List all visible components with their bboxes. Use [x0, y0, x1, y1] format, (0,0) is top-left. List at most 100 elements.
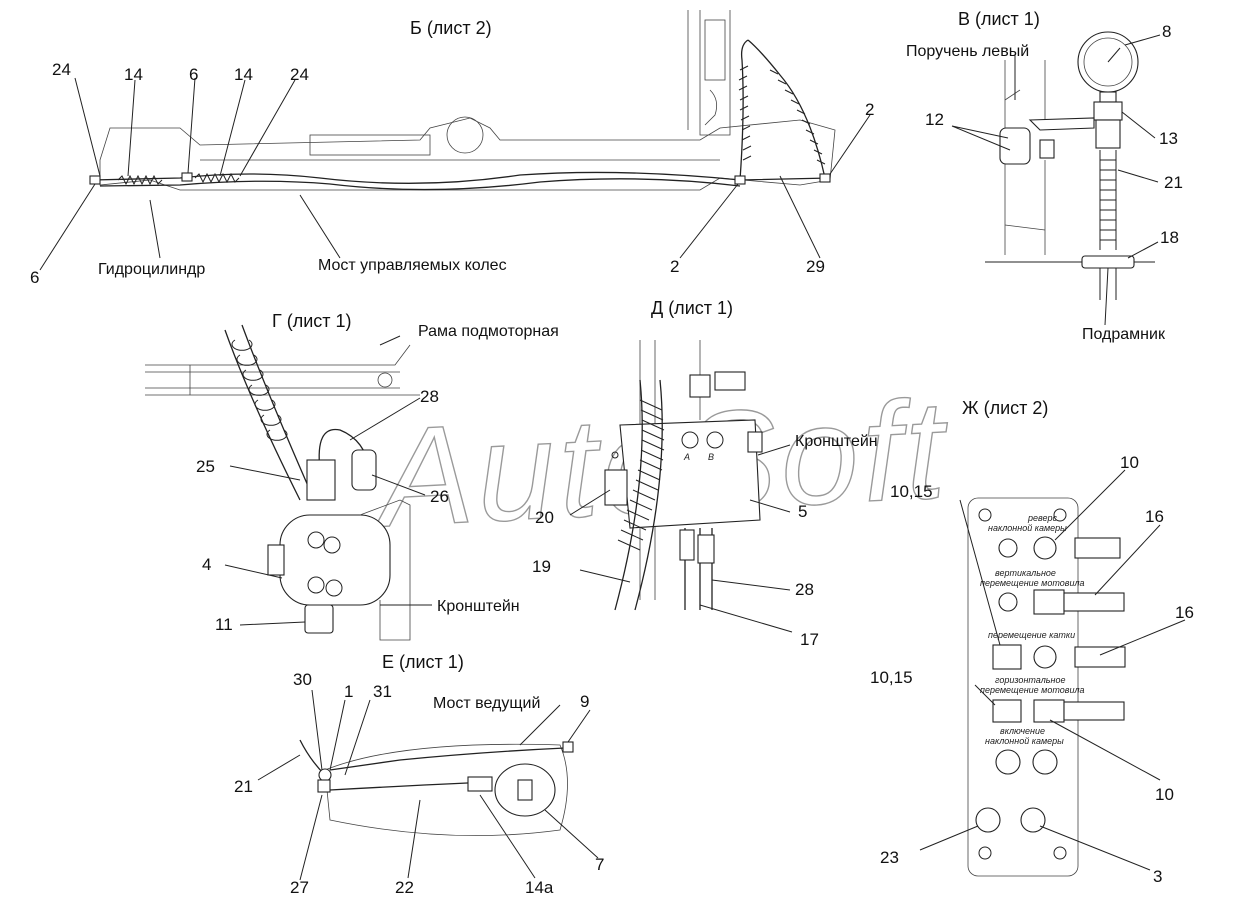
- panel-bolt-bl: [978, 846, 992, 860]
- callout-b-2a: 2: [865, 100, 874, 119]
- plug-3: [1020, 807, 1046, 833]
- callout-b-29: 29: [806, 257, 825, 276]
- axle-hose-return: [99, 178, 741, 191]
- callout-e-30: 30: [293, 670, 312, 689]
- view-d: Д (лист 1) A B Кронштейн 20 5 19 28 17: [532, 298, 878, 649]
- hose-roller: [1074, 646, 1126, 668]
- axle-center-boss: [446, 116, 484, 154]
- view-b-title: Б (лист 2): [410, 18, 492, 38]
- view-g-title: Г (лист 1): [272, 311, 352, 331]
- panel-bolt-tl: [978, 508, 992, 522]
- axle-center-pad: [309, 134, 431, 156]
- gauge-stem: [1099, 91, 1117, 103]
- view-zh-title: Ж (лист 2): [962, 398, 1048, 418]
- callout-b-6b: 6: [30, 268, 39, 287]
- fitting-20: [604, 469, 628, 506]
- plug-23: [975, 807, 1001, 833]
- callout-b-24b: 24: [290, 65, 309, 84]
- view-v: В (лист 1) 8 12 13 21 18 Поручень левый …: [906, 9, 1183, 343]
- callout-v-21: 21: [1164, 173, 1183, 192]
- callout-e-27: 27: [290, 878, 309, 897]
- callout-zh-3: 3: [1153, 867, 1162, 886]
- hose-spring-mid: [194, 172, 240, 184]
- label-roller: перемещение катки: [988, 630, 1075, 640]
- callout-d-20: 20: [535, 508, 554, 527]
- view-e: Е (лист 1) 30 1 31 Мост ведущий 9 21 27 …: [234, 652, 604, 897]
- fitting-body: [306, 459, 336, 501]
- engine-subframe: [145, 344, 420, 396]
- callout-e-22: 22: [395, 878, 414, 897]
- frame-post-hook: [704, 89, 718, 126]
- handrail-detail: [1004, 89, 1046, 231]
- label-horizontal-1: горизонтальное: [995, 675, 1065, 685]
- steered-axle-outline: [99, 117, 836, 191]
- caption-handrail-left: Поручень левый: [906, 43, 1029, 60]
- hose-spring-left: [117, 174, 163, 186]
- caption-engine-subframe: Рама подмоторная: [418, 323, 559, 340]
- valve-port-4: [325, 579, 343, 597]
- valve-4: [279, 514, 391, 606]
- callout-b-14a: 14: [124, 65, 143, 84]
- valve-block: [619, 419, 761, 529]
- view-d-title: Д (лист 1): [651, 298, 733, 318]
- label-reverse-1: реверс: [1027, 513, 1058, 523]
- valve-port-3: [307, 576, 325, 594]
- callout-zh-23: 23: [880, 848, 899, 867]
- axle-hose-main: [91, 171, 831, 184]
- callout-e-7: 7: [595, 855, 604, 874]
- control-panel: [967, 497, 1079, 877]
- callout-zh-16b: 16: [1175, 603, 1194, 622]
- callout-v-8: 8: [1162, 22, 1171, 41]
- rising-hose-right: [747, 39, 826, 179]
- callout-e-14a: 14а: [525, 878, 554, 897]
- callout-g-11: 11: [215, 615, 233, 634]
- label-vertical-2: перемещение мотовила: [980, 578, 1085, 588]
- caption-drive-axle: Мост ведущий: [433, 695, 540, 712]
- callout-v-18: 18: [1160, 228, 1179, 247]
- fitting-26: [351, 449, 377, 491]
- engine-subframe-hole: [377, 372, 393, 388]
- label-engage-1: включение: [1000, 726, 1045, 736]
- callout-zh-10-15a: 10,15: [890, 482, 933, 501]
- valve-4-port: [267, 544, 285, 576]
- label-vertical-1: вертикальное: [995, 568, 1056, 578]
- callout-zh-10a: 10: [1120, 453, 1139, 472]
- callout-d-19: 19: [532, 557, 551, 576]
- callout-e-1: 1: [344, 682, 353, 701]
- block-fitting-top-2: [714, 371, 746, 391]
- callout-b-2b: 2: [670, 257, 679, 276]
- hose-25-spring: [231, 339, 288, 441]
- caption-steered-axle: Мост управляемых колес: [318, 257, 507, 274]
- valve-port-1: [307, 531, 325, 549]
- view-v-leaders: [951, 34, 1161, 326]
- port-horizontal-left: [992, 699, 1022, 723]
- callout-d-28: 28: [795, 580, 814, 599]
- label-engage-2: наклонной камеры: [985, 736, 1064, 746]
- block-fitting-side: [747, 431, 763, 453]
- callout-v-12: 12: [925, 110, 944, 129]
- callout-g-25: 25: [196, 457, 215, 476]
- caption-d-bracket: Кронштейн: [795, 433, 878, 450]
- view-zh: Ж (лист 2) реверс наклонной камеры верти…: [870, 398, 1194, 886]
- port-roller-left: [992, 644, 1022, 670]
- port-b-label: B: [708, 452, 714, 462]
- callout-b-24a: 24: [52, 60, 71, 79]
- hose-21-spring: [1100, 159, 1116, 241]
- hose-21-fitting: [1095, 119, 1121, 149]
- hose-vertical: [1063, 592, 1125, 612]
- fitting-29: [819, 173, 831, 183]
- callout-zh-10-15b: 10,15: [870, 668, 913, 687]
- port-vertical-left: [998, 592, 1018, 612]
- fitting-14a: [467, 776, 493, 792]
- drive-axle-outline: [324, 743, 568, 837]
- block-bolt: [611, 451, 619, 459]
- callout-d-17: 17: [800, 630, 819, 649]
- panel-bolt-tr: [1053, 508, 1067, 522]
- callout-b-14b: 14: [234, 65, 253, 84]
- pressure-gauge-needle: [1107, 47, 1121, 63]
- view-v-title: В (лист 1): [958, 9, 1040, 29]
- sensor-7-window: [517, 779, 533, 801]
- valve-port-2: [323, 536, 341, 554]
